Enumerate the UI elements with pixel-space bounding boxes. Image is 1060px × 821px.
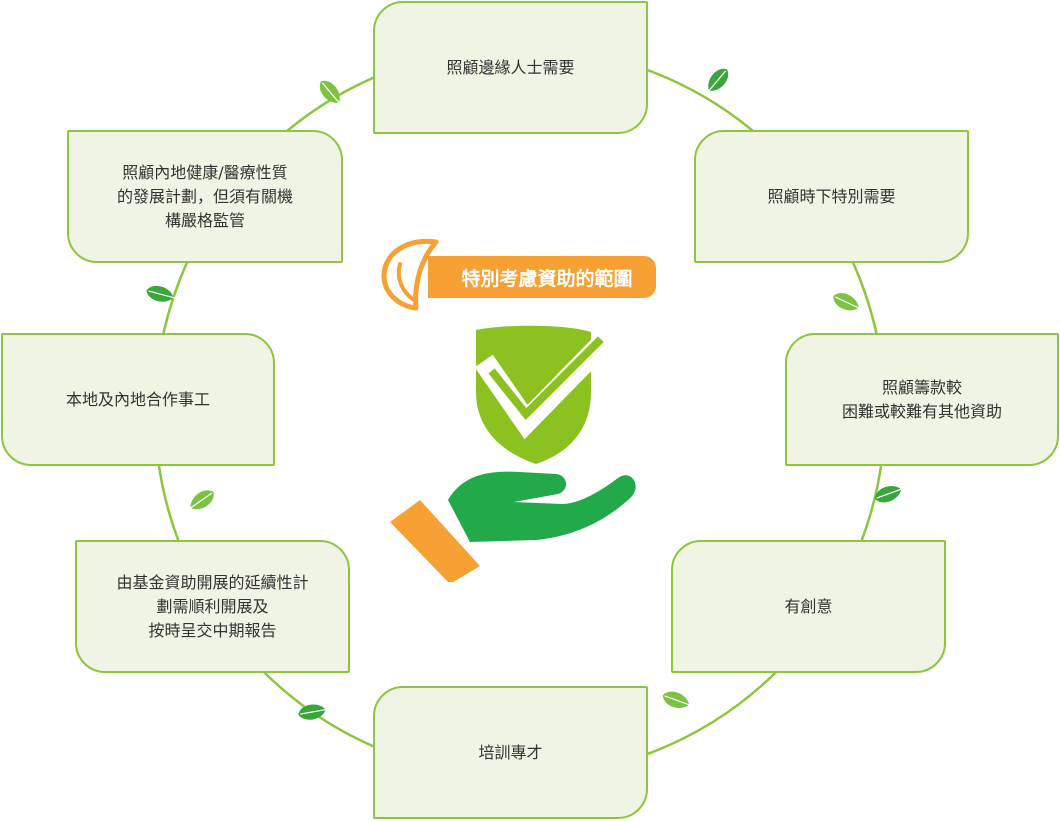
leaf-icon	[146, 285, 178, 302]
leaf-icon	[298, 704, 330, 720]
scope-item-7: 本地及內地合作事工	[1, 333, 275, 466]
scope-item-3: 照顧籌款較 困難或較難有其他資助	[785, 333, 1059, 466]
scope-item-2: 照顧時下特別需要	[694, 130, 969, 263]
leaf-icon	[662, 691, 694, 708]
scope-item-1: 照顧邊緣人士需要	[373, 1, 648, 134]
leaf-icon	[833, 293, 863, 311]
leaf-icon	[319, 80, 343, 107]
leaf-icon	[874, 486, 906, 503]
leaf-icon	[186, 490, 214, 511]
center-title: 特別考慮資助的範圍	[428, 256, 656, 298]
scope-item-4: 有創意	[671, 540, 946, 673]
title-leaf-icon	[381, 238, 439, 311]
scope-item-5: 培訓專才	[373, 686, 648, 819]
leaf-icon	[705, 68, 729, 95]
shield-check-hand-icon	[390, 322, 636, 582]
scope-item-8: 照顧內地健康/醫療性質 的發展計劃，但須有關機 構嚴格監管	[67, 130, 343, 263]
scope-item-6: 由基金資助開展的延續性計 劃需順利開展及 按時呈交中期報告	[75, 540, 350, 673]
